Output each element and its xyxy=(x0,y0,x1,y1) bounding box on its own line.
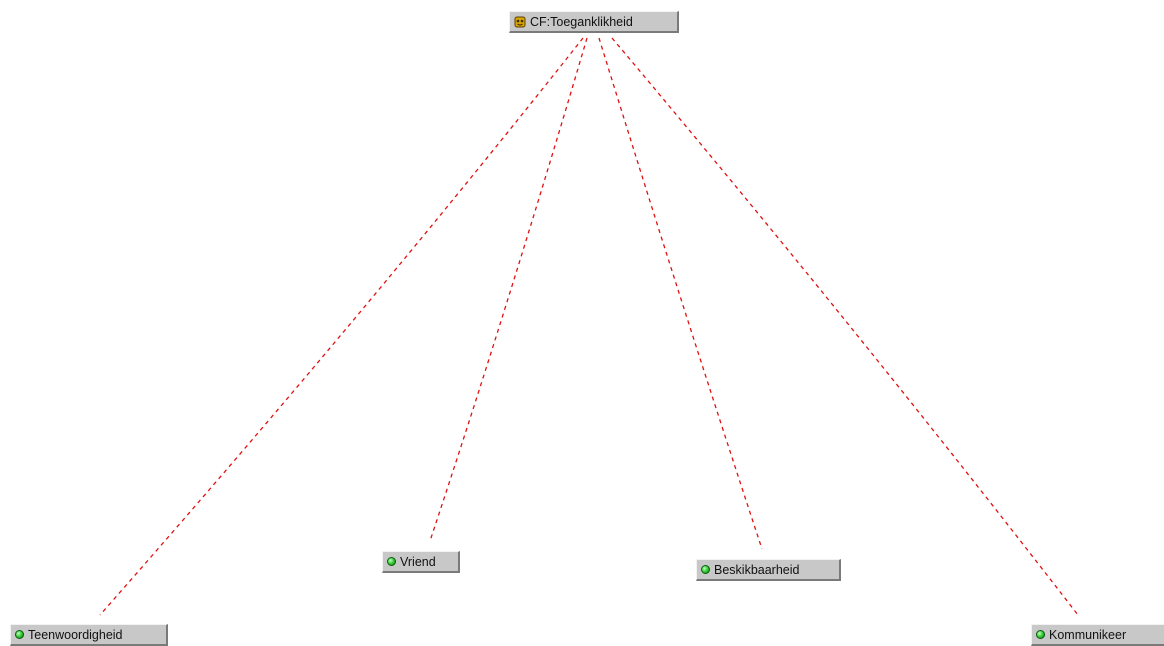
node-label: Vriend xyxy=(400,554,436,569)
edge-root-beskikbaarheid xyxy=(598,37,763,550)
node-label: Kommunikeer xyxy=(1049,627,1127,642)
node-label: CF:Toeganklikheid xyxy=(530,14,633,29)
green-dot-icon xyxy=(1036,630,1045,639)
node-kommunikeer[interactable]: Kommunikeer xyxy=(1031,624,1164,646)
concept-framework-icon xyxy=(514,16,526,27)
node-cf-toeganklikheid[interactable]: CF:Toeganklikheid xyxy=(509,11,679,33)
node-beskikbaarheid[interactable]: Beskikbaarheid xyxy=(696,559,841,581)
node-vriend[interactable]: Vriend xyxy=(382,551,460,573)
node-label: Beskikbaarheid xyxy=(714,562,800,577)
edge-root-teenwoordigheid xyxy=(99,37,584,616)
node-label: Teenwoordigheid xyxy=(28,627,123,642)
edge-root-kommunikeer xyxy=(611,37,1079,616)
green-dot-icon xyxy=(701,565,710,574)
node-teenwoordigheid[interactable]: Teenwoordigheid xyxy=(10,624,168,646)
green-dot-icon xyxy=(15,630,24,639)
green-dot-icon xyxy=(387,557,396,566)
edge-root-vriend xyxy=(429,37,588,542)
